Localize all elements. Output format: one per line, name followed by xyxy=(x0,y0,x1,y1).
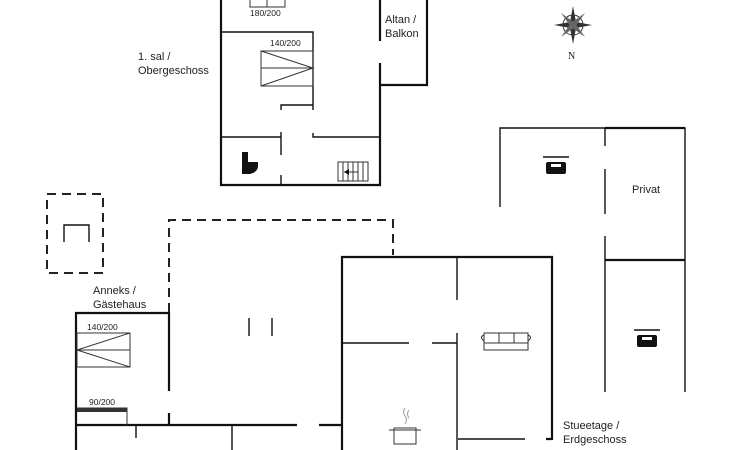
ground-floor-label: Stueetage / Erdgeschoss xyxy=(563,419,627,447)
balcony-label-line1: Altan / xyxy=(385,14,417,26)
bed-main-size: 140/200 xyxy=(270,38,301,48)
upper-floor-label-line2: Obergeschoss xyxy=(138,65,209,77)
ground-floor-label-line1: Stueetage / xyxy=(563,420,620,432)
annex-label-line2: Gästehaus xyxy=(93,299,147,311)
annex-bed-single-size: 90/200 xyxy=(89,397,115,407)
annex-label: Anneks / Gästehaus xyxy=(93,284,146,312)
annex-bed-double-size: 140/200 xyxy=(87,322,118,332)
stairs-icon xyxy=(337,161,369,182)
annex-walls xyxy=(74,311,342,450)
sofa-icon xyxy=(481,332,531,351)
bed-90-icon xyxy=(77,407,128,425)
toilet-icon xyxy=(242,152,258,174)
compass-icon xyxy=(554,6,592,44)
bed-140-annex-icon xyxy=(75,332,131,368)
main-house-walls xyxy=(340,255,554,450)
cooking-pot-icon xyxy=(389,407,421,445)
private-label: Privat xyxy=(632,184,661,196)
upper-floor-walls xyxy=(219,0,429,187)
annex-label-line1: Anneks / xyxy=(93,285,136,297)
bed-icon-2 xyxy=(634,329,660,347)
balcony-label: Altan / Balkon xyxy=(385,13,419,41)
bed-180-icon xyxy=(249,0,286,8)
compass-north: N xyxy=(568,51,576,62)
bed-icon-1 xyxy=(543,156,569,174)
balcony-label-line2: Balkon xyxy=(385,28,419,40)
upper-floor-label-line1: 1. sal / xyxy=(138,51,171,63)
bed-140-upper-icon xyxy=(260,50,315,87)
upper-floor-label: 1. sal / Obergeschoss xyxy=(138,50,209,78)
bed-top-size: 180/200 xyxy=(250,8,281,18)
dashed-outline xyxy=(46,193,394,312)
private-wing-walls xyxy=(499,126,686,392)
ground-floor-label-line2: Erdgeschoss xyxy=(563,434,627,446)
